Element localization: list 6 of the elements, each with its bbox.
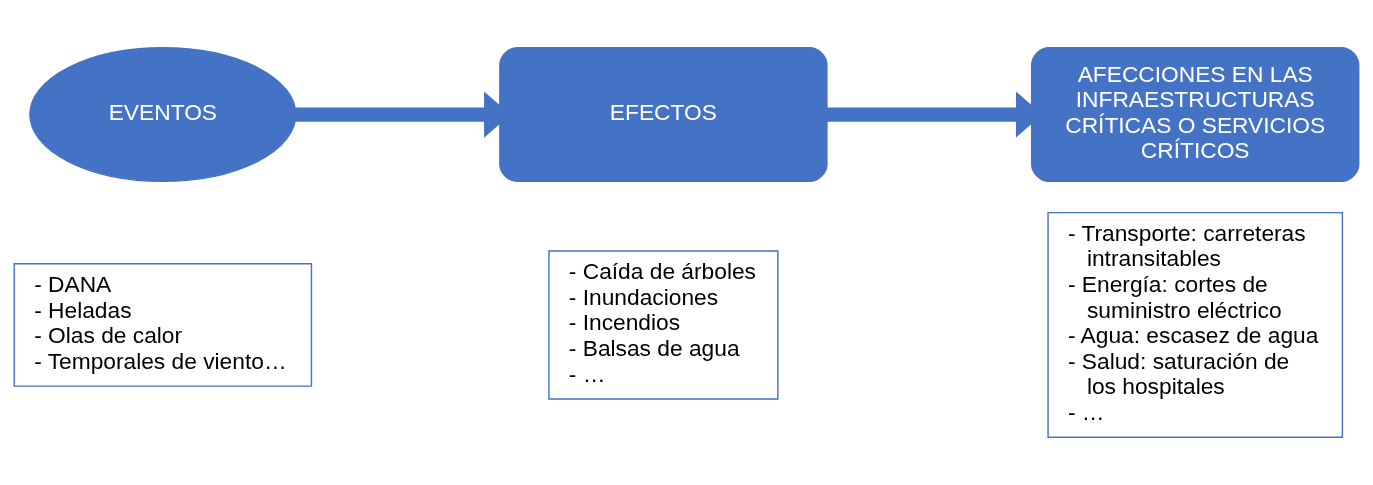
node-box: AFECCIONES EN LAS INFRAESTRUCTURAS CRÍTICAS O SERVICIOS CRÍTICOS — [1031, 47, 1360, 183]
node-box: - DANA - Heladas - Olas de calor - Temporales de viento… — [13, 263, 313, 387]
node-box: - Transporte: carreteras intransitables - Energía: cortes de suministro eléctrico - Agua: escasez de agua - Salud: saturación de los hospitales - … — [1047, 211, 1344, 438]
node-box: EFECTOS — [499, 47, 828, 183]
node-box: - Caída de árboles - Inundaciones - Incendios - Balsas de agua - … — [548, 250, 779, 400]
node-ellipse: EVENTOS — [29, 47, 297, 183]
